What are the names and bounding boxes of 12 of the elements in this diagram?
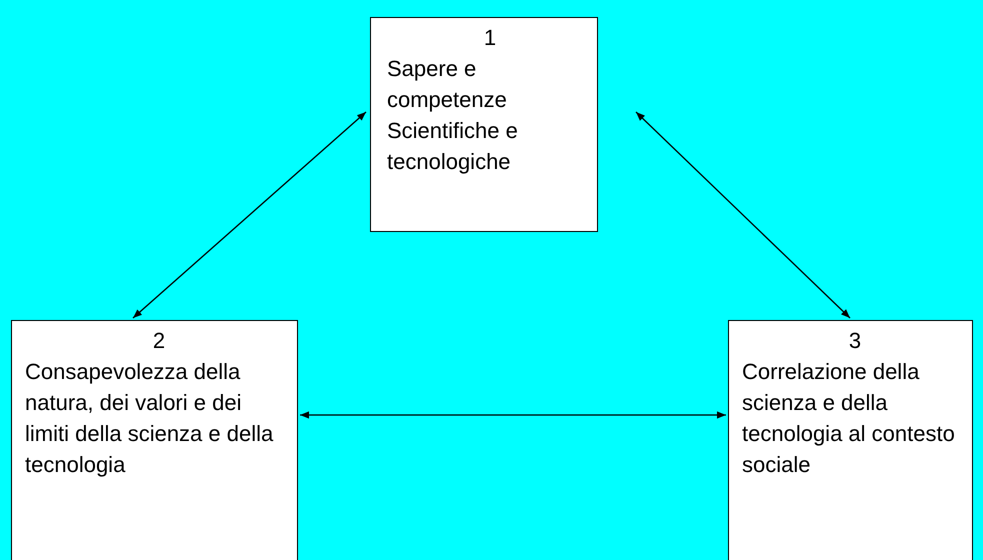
text-box [11, 320, 298, 560]
double-arrow [636, 112, 850, 318]
box-number: 2 [152, 327, 166, 355]
text-box [370, 17, 598, 232]
box-number: 1 [484, 24, 496, 52]
box-text: Correlazione della scienza e della tecnologia al contesto sociale [742, 358, 956, 479]
double-arrow [300, 411, 726, 419]
box-text: Sapere e competenze Scientifiche e tecnologiche [387, 55, 519, 176]
box-number: 3 [848, 327, 862, 355]
text-box [728, 320, 973, 560]
double-arrow [132, 112, 366, 318]
box-text: Consapevolezza della natura, dei valori e dei limiti della scienza e della tecnologia [25, 358, 274, 479]
